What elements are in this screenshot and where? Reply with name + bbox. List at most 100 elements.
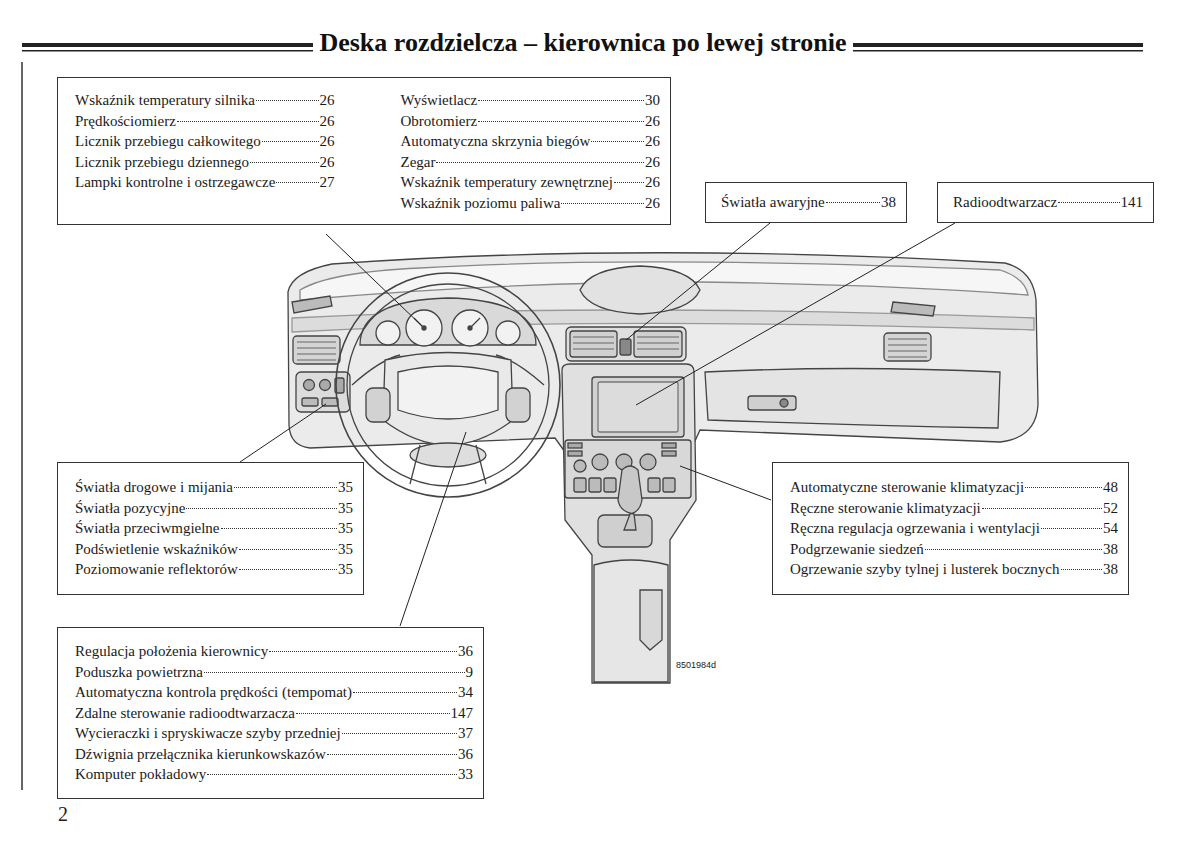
entry-name: Poduszka powietrzna (75, 662, 203, 683)
entry-name: Ogrzewanie szyby tylnej i lusterek boczn… (790, 559, 1060, 580)
entry-name: Ręczne sterowanie klimatyzacji (790, 498, 981, 519)
index-entry: Zdalne sterowanie radioodtwarzacza147 (75, 703, 473, 724)
entry-name: Komputer pokładowy (75, 764, 206, 785)
dot-leader (614, 182, 644, 183)
index-column: Wskaźnik temperatury silnika26Prędkościo… (75, 90, 335, 213)
dot-leader (353, 692, 457, 693)
entry-name: Światła przeciwmgielne (75, 518, 220, 539)
index-entry: Ręczna regulacja ogrzewania i wentylacji… (790, 518, 1118, 539)
dot-leader (478, 100, 644, 101)
page-title-wrap: Deska rozdzielcza – kierownica po lewej … (0, 26, 1166, 60)
dot-leader (239, 569, 337, 570)
index-entry: Poziomowanie reflektorów35 (75, 559, 353, 580)
index-entry: Obrotomierz26 (401, 111, 661, 132)
page-number: 30 (645, 90, 660, 111)
page-number: 38 (1103, 559, 1118, 580)
page-number: 26 (645, 172, 660, 193)
page-number: 35 (338, 518, 353, 539)
entry-name: Światła pozycyjne (75, 498, 185, 519)
index-column: Radioodtwarzacz 141 (953, 192, 1143, 213)
dot-leader (204, 672, 465, 673)
page-number: 26 (320, 131, 335, 152)
dot-leader (1058, 202, 1119, 203)
page-number: 26 (645, 152, 660, 173)
dot-leader (221, 528, 337, 529)
page-rule (21, 62, 23, 790)
index-entry: Regulacja położenia kierownicy36 (75, 641, 473, 662)
page-number: 27 (320, 172, 335, 193)
entry-name: Wyświetlacz (401, 90, 478, 111)
dot-leader (276, 182, 318, 183)
dot-leader (256, 100, 319, 101)
index-entry: Podświetlenie wskaźników 35 (75, 539, 353, 560)
index-entry: Prędkościomierz26 (75, 111, 335, 132)
dot-leader (296, 713, 450, 714)
index-entry: Poduszka powietrzna9 (75, 662, 473, 683)
index-entry: Światła pozycyjne 35 (75, 498, 353, 519)
callout-box: Światła drogowe i mijania35Światła pozyc… (57, 462, 364, 595)
dot-leader (327, 754, 457, 755)
index-column: Regulacja położenia kierownicy36Poduszka… (75, 641, 473, 785)
dot-leader (1041, 528, 1102, 529)
index-column: Automatyczne sterowanie klimatyzacji 48Rę… (790, 477, 1118, 580)
index-entry: Wskaźnik temperatury silnika26 (75, 90, 335, 111)
page-number: 2 (58, 803, 68, 826)
dot-leader (925, 549, 1102, 550)
dot-leader (269, 651, 457, 652)
entry-name: Automatyczne sterowanie klimatyzacji (790, 477, 1024, 498)
index-entry: Radioodtwarzacz 141 (953, 192, 1143, 213)
dot-leader (177, 121, 319, 122)
index-entry: Światła awaryjne 38 (721, 192, 896, 213)
dot-leader (1025, 487, 1102, 488)
dot-leader (250, 162, 318, 163)
index-entry: Automatyczne sterowanie klimatyzacji 48 (790, 477, 1118, 498)
entry-name: Podgrzewanie siedzeń (790, 539, 924, 560)
page-number: 38 (881, 192, 896, 213)
page-number: 35 (338, 477, 353, 498)
entry-name: Wycieraczki i spryskiwacze szyby przedni… (75, 723, 341, 744)
callout-box: Regulacja położenia kierownicy36Poduszka… (57, 627, 484, 799)
page-number: 26 (645, 193, 660, 214)
index-entry: Wyświetlacz 30 (401, 90, 661, 111)
entry-name: Światła awaryjne (721, 192, 825, 213)
callout-box: Radioodtwarzacz 141 (937, 182, 1154, 223)
index-entry: Zegar26 (401, 152, 661, 173)
dot-leader (561, 203, 644, 204)
page-number: 35 (338, 539, 353, 560)
page-number: 141 (1121, 192, 1144, 213)
index-entry: Dźwignia przełącznika kierunkowskazów36 (75, 744, 473, 765)
entry-name: Licznik przebiegu całkowitego (75, 131, 261, 152)
entry-name: Licznik przebiegu dziennego (75, 152, 249, 173)
dot-leader (436, 162, 644, 163)
page-number: 52 (1103, 498, 1118, 519)
entry-name: Radioodtwarzacz (953, 192, 1057, 213)
dot-leader (342, 733, 457, 734)
dot-leader (186, 508, 337, 509)
dot-leader (234, 487, 337, 488)
dot-leader (239, 549, 337, 550)
dot-leader (1061, 569, 1103, 570)
dot-leader (826, 202, 880, 203)
index-entry: Wycieraczki i spryskiwacze szyby przedni… (75, 723, 473, 744)
index-entry: Wskaźnik poziomu paliwa26 (401, 193, 661, 214)
dot-leader (478, 121, 644, 122)
page-number: 26 (645, 131, 660, 152)
page-number: 54 (1103, 518, 1118, 539)
page-number: 35 (338, 559, 353, 580)
dot-leader (591, 141, 644, 142)
page-number: 35 (338, 498, 353, 519)
index-entry: Ogrzewanie szyby tylnej i lusterek boczn… (790, 559, 1118, 580)
index-entry: Wskaźnik temperatury zewnętrznej 26 (401, 172, 661, 193)
entry-name: Wskaźnik temperatury zewnętrznej (401, 172, 613, 193)
page-number: 48 (1103, 477, 1118, 498)
dot-leader (982, 508, 1102, 509)
entry-name: Zdalne sterowanie radioodtwarzacza (75, 703, 295, 724)
entry-name: Podświetlenie wskaźników (75, 539, 238, 560)
index-entry: Automatyczna kontrola prędkości (tempoma… (75, 682, 473, 703)
page-number: 26 (320, 111, 335, 132)
index-entry: Licznik przebiegu całkowitego 26 (75, 131, 335, 152)
page-number: 36 (458, 744, 473, 765)
callout-box: Wskaźnik temperatury silnika26Prędkościo… (57, 77, 671, 225)
page-number: 33 (458, 764, 473, 785)
entry-name: Ręczna regulacja ogrzewania i wentylacji (790, 518, 1040, 539)
